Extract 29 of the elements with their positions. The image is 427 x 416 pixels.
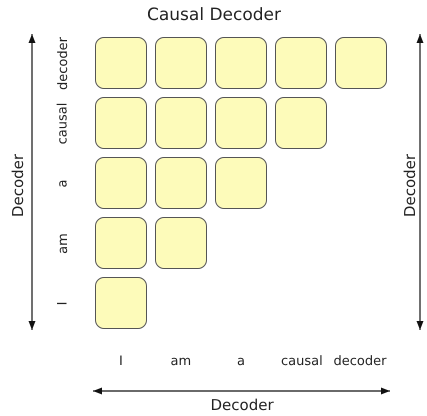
mask-cell xyxy=(155,157,207,209)
row-label: causal xyxy=(56,102,70,144)
mask-cell xyxy=(95,157,147,209)
row-label: a xyxy=(56,179,70,187)
axis-label: Decoder xyxy=(10,153,26,217)
column-label: I xyxy=(119,354,123,368)
mask-cell xyxy=(215,157,267,209)
mask-cell xyxy=(275,97,327,149)
row-label: I xyxy=(56,301,70,305)
column-label: decoder xyxy=(334,354,386,368)
mask-cell xyxy=(335,37,387,89)
diagram-title: Causal Decoder xyxy=(147,6,281,24)
mask-cell xyxy=(275,37,327,89)
mask-cell xyxy=(215,37,267,89)
mask-cell xyxy=(155,37,207,89)
row-label: am xyxy=(56,232,70,254)
mask-cell xyxy=(95,37,147,89)
column-label: causal xyxy=(281,354,323,368)
row-label: decoder xyxy=(56,36,70,90)
axis-label: Decoder xyxy=(210,398,274,412)
mask-cell xyxy=(95,277,147,329)
axis-label: Decoder xyxy=(402,153,418,217)
mask-cell xyxy=(155,217,207,269)
column-label: a xyxy=(237,354,245,368)
mask-cell xyxy=(95,97,147,149)
column-label: am xyxy=(170,354,192,368)
mask-cell xyxy=(215,97,267,149)
mask-cell xyxy=(155,97,207,149)
mask-cell xyxy=(95,217,147,269)
